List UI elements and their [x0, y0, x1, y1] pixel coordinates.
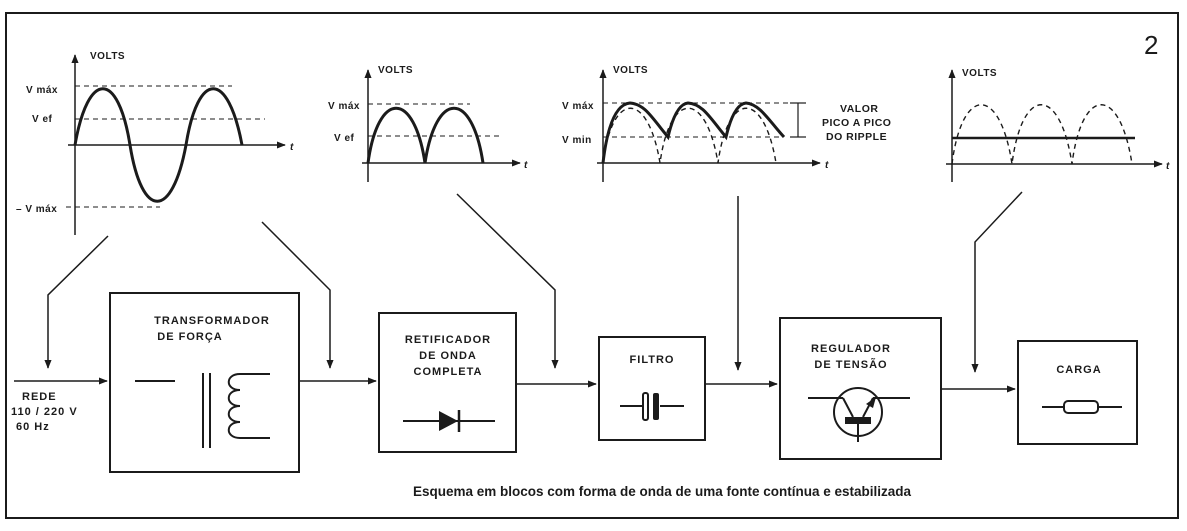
graph-regulated-time-label: t	[1166, 161, 1170, 172]
graph-ac-vef-label: V ef	[32, 114, 53, 125]
diode-symbol	[403, 410, 495, 432]
block-regulator-label-2: DE TENSÃO	[814, 358, 887, 371]
input-label-2: 110 / 220 V	[11, 406, 78, 418]
input-label-3: 60 Hz	[16, 421, 50, 433]
graph-filtered-ripple-label-3: DO RIPPLE	[826, 131, 887, 143]
graph-regulated-axis-label: VOLTS	[962, 68, 997, 79]
graph-ac-neg-vmax-label: – V máx	[16, 204, 57, 215]
graph-rectified: VOLTS t V máx V ef	[328, 65, 528, 182]
outer-frame	[5, 12, 1179, 519]
block-filter-label: FILTRO	[630, 354, 675, 366]
figure-number: 2	[1144, 30, 1158, 60]
graph-rectified-axis-label: VOLTS	[378, 65, 413, 76]
capacitor-symbol	[620, 392, 684, 421]
graph-rectified-time-label: t	[524, 160, 528, 171]
block-load: CARGA	[1017, 340, 1138, 445]
block-rectifier-label-3: COMPLETA	[414, 366, 483, 378]
diagram-caption: Esquema em blocos com forma de onda de u…	[413, 484, 912, 499]
graph-filtered-ripple-label-2: PICO A PICO	[822, 117, 891, 129]
graph-rectified-waveform	[366, 106, 485, 164]
input-mains: REDE 110 / 220 V 60 Hz	[11, 377, 108, 433]
block-transformer-label-2: DE FORÇA	[157, 331, 222, 343]
graph-rectified-vmax-label: V máx	[328, 101, 360, 112]
graph-filtered-time-label: t	[825, 160, 829, 171]
block-filter: FILTRO	[598, 336, 706, 441]
graph-ac-vmax-label: V máx	[26, 85, 58, 96]
graph-filtered: VOLTS t V máx V min VALOR PICO A PICO DO…	[562, 65, 891, 182]
graph-ac-time-label: t	[290, 142, 294, 153]
graph-ac-sine: VOLTS t V máx V ef – V máx	[16, 51, 294, 235]
block-rectifier-label-2: DE ONDA	[419, 350, 477, 362]
graph-filtered-waveform	[601, 101, 786, 164]
graph-regulated: VOLTS t	[946, 68, 1170, 182]
graph-filtered-ripple-label-1: VALOR	[840, 103, 878, 115]
input-label-1: REDE	[22, 391, 57, 403]
block-load-label: CARGA	[1056, 364, 1101, 376]
graph-ac-axis-label: VOLTS	[90, 51, 125, 62]
block-transformer: TRANSFORMADOR DE FORÇA	[109, 292, 300, 473]
transformer-symbol	[135, 373, 270, 448]
graph-filtered-vmin-label: V min	[562, 135, 592, 146]
block-rectifier: RETIFICADOR DE ONDA COMPLETA	[378, 312, 517, 453]
graph-filtered-axis-label: VOLTS	[613, 65, 648, 76]
block-regulator-label-1: REGULADOR	[811, 343, 891, 355]
block-rectifier-label-1: RETIFICADOR	[405, 334, 491, 346]
resistor-symbol	[1042, 400, 1122, 414]
block-regulator: REGULADOR DE TENSÃO	[779, 317, 942, 460]
graph-rectified-vef-label: V ef	[334, 133, 355, 144]
graph-filtered-vmax-label: V máx	[562, 101, 594, 112]
graph-connectors	[44, 191, 1023, 373]
transistor-symbol	[808, 387, 910, 442]
block-transformer-label-1: TRANSFORMADOR	[154, 315, 270, 327]
graph-ac-waveform	[73, 87, 244, 203]
